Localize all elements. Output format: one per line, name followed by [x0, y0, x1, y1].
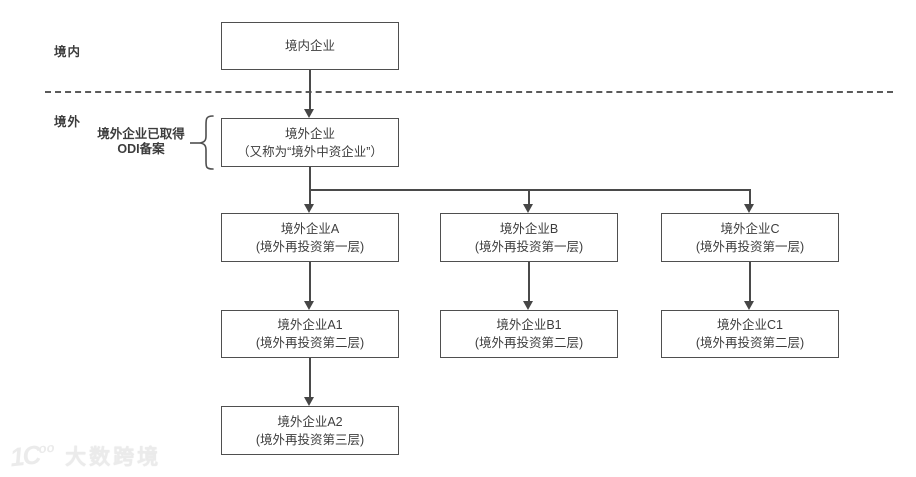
flow-node-company-a2-label: 境外企业A2	[277, 414, 343, 429]
connector-b-b1-line	[528, 262, 530, 302]
connector-a1-a2-line	[309, 358, 311, 398]
flow-node-company-c: 境外企业C (境外再投资第一层)	[661, 213, 839, 262]
region-label-overseas: 境外	[54, 115, 82, 129]
flow-node-company-a2: 境外企业A2 (境外再投资第三层)	[221, 406, 399, 455]
flow-node-company-c1-sublabel: (境外再投资第二层)	[695, 336, 805, 350]
flow-node-domestic-company: 境内企业	[221, 22, 399, 70]
flow-node-company-b1-sublabel: (境外再投资第二层)	[474, 336, 584, 350]
odi-filing-annotation-line2: ODI备案	[117, 142, 165, 156]
arrow-down-icon	[304, 301, 314, 310]
flow-node-company-c-sublabel: (境外再投资第一层)	[695, 239, 805, 254]
arrow-down-icon	[744, 301, 754, 310]
arrow-down-icon	[523, 204, 533, 213]
flow-node-overseas-company-label: 境外企业	[284, 126, 335, 141]
flow-node-company-a1-sublabel: (境外再投资第二层)	[255, 336, 365, 350]
odi-filing-annotation-line1: 境外企业已取得	[97, 127, 185, 141]
flow-node-company-c-label: 境外企业C	[720, 221, 780, 236]
flow-node-company-a-label: 境外企业A	[280, 221, 340, 236]
arrow-down-icon	[523, 301, 533, 310]
flow-node-company-b-label: 境外企业B	[499, 221, 559, 236]
domestic-overseas-divider	[45, 91, 893, 93]
flow-node-overseas-company: 境外企业 （又称为“境外中资企业”）	[221, 118, 399, 167]
odi-filing-annotation: 境外企业已取得 ODI备案	[88, 127, 194, 157]
flow-node-company-b-sublabel: (境外再投资第一层)	[474, 239, 584, 254]
flow-node-company-c1: 境外企业C1 (境外再投资第二层)	[661, 310, 839, 358]
flow-node-company-a1-label: 境外企业A1	[277, 318, 343, 332]
flow-node-overseas-company-sublabel: （又称为“境外中资企业”）	[237, 144, 383, 159]
arrow-down-icon	[744, 204, 754, 213]
connector-branch-horizontal-line	[309, 189, 751, 191]
flow-node-domestic-company-label: 境内企业	[284, 39, 335, 53]
flow-node-company-a2-sublabel: (境外再投资第三层)	[255, 432, 365, 447]
region-label-domestic: 境内	[54, 45, 82, 59]
flow-node-company-a1: 境外企业A1 (境外再投资第二层)	[221, 310, 399, 358]
arrow-down-icon	[304, 204, 314, 213]
dashu-logo-icon: 1Coo	[8, 439, 56, 473]
flow-node-company-c1-label: 境外企业C1	[717, 318, 783, 332]
connector-domestic-overseas-line	[309, 70, 311, 110]
flow-node-company-a-sublabel: (境外再投资第一层)	[255, 239, 365, 254]
flow-node-company-b1-label: 境外企业B1	[496, 318, 562, 332]
arrow-down-icon	[304, 109, 314, 118]
flow-node-company-b: 境外企业B (境外再投资第一层)	[440, 213, 618, 262]
connector-c-c1-line	[749, 262, 751, 302]
connector-overseas-branch-line	[309, 167, 311, 204]
brace-icon	[190, 115, 214, 170]
arrow-down-icon	[304, 397, 314, 406]
connector-branch-c-line	[749, 190, 751, 205]
connector-branch-b-line	[528, 190, 530, 205]
connector-a-a1-line	[309, 262, 311, 302]
flow-node-company-b1: 境外企业B1 (境外再投资第二层)	[440, 310, 618, 358]
watermark: 1Coo 大数跨境	[8, 439, 162, 473]
watermark-text: 大数跨境	[65, 445, 162, 469]
flow-node-company-a: 境外企业A (境外再投资第一层)	[221, 213, 399, 262]
